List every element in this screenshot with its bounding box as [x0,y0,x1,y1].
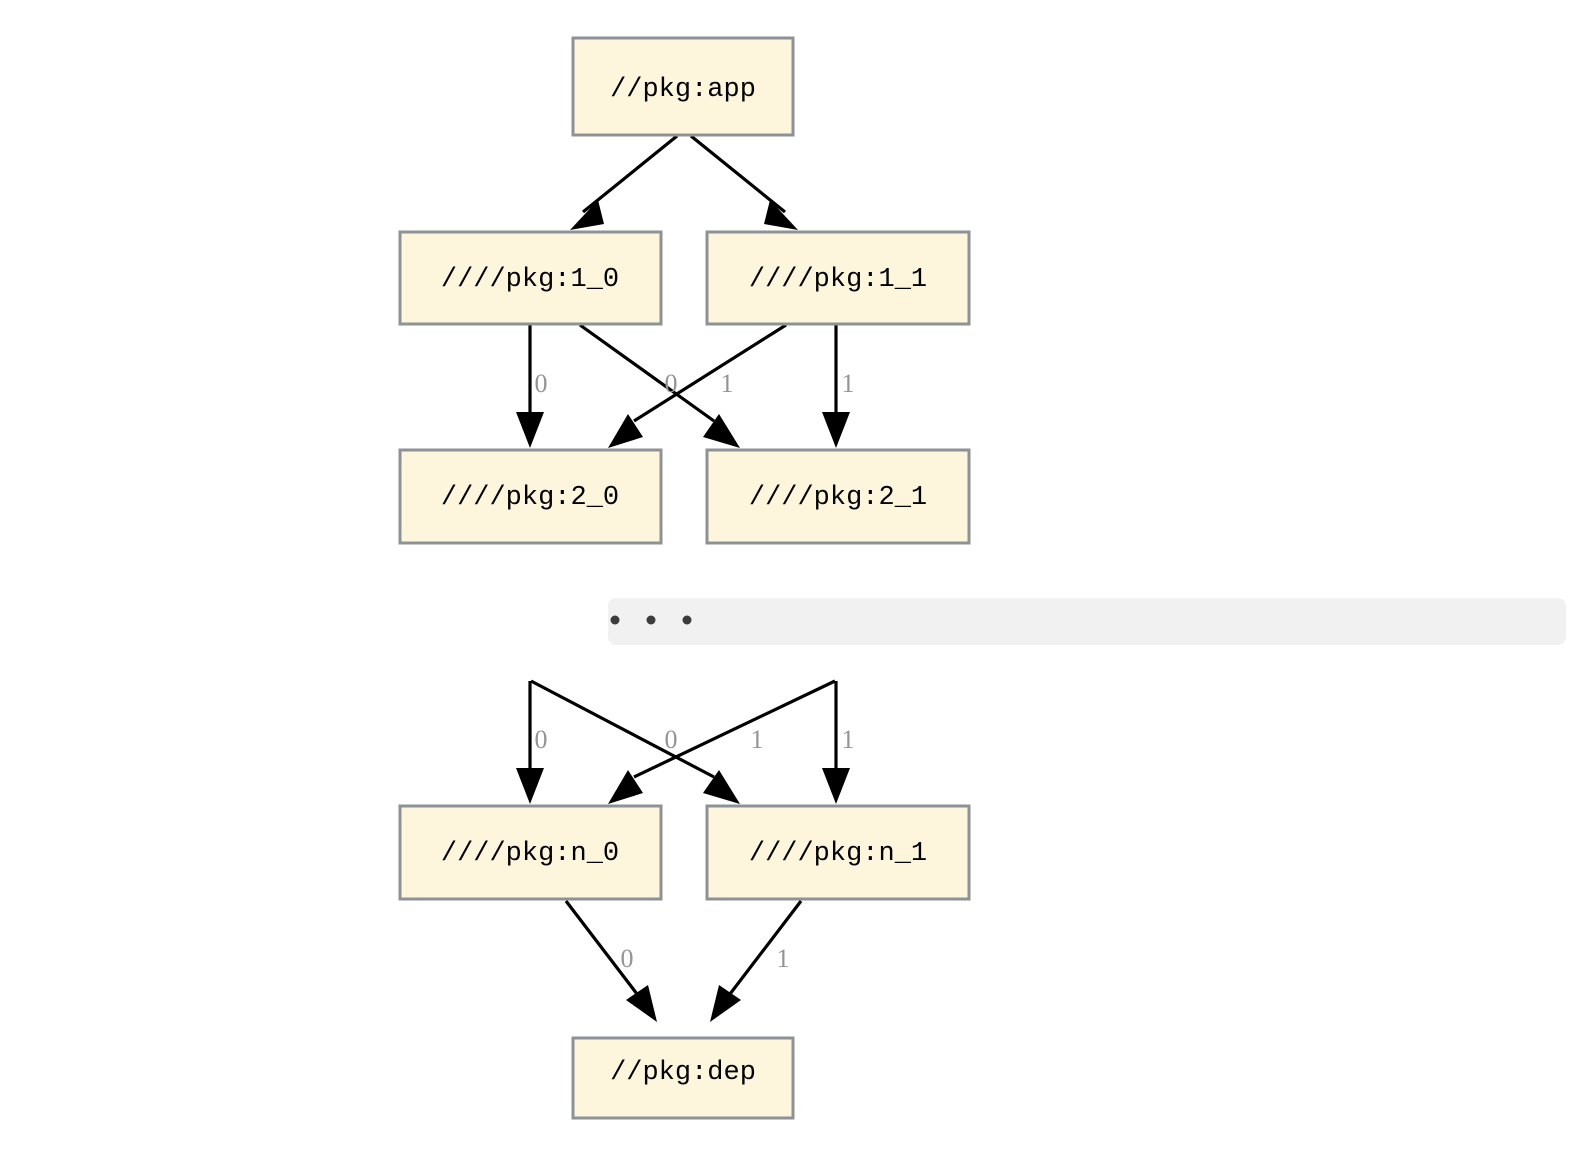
edge-elided-to-n_0 [516,681,544,804]
edge-label-1_1-to-2_1: 1 [842,369,855,398]
edge-1_1-to-2_1 [822,325,850,448]
node-app[interactable]: //pkg:app [571,36,795,137]
node-n_1[interactable]: ////pkg:n_1 [705,804,971,901]
ellipsis-dot-2 [646,615,656,625]
edge-label-1_0-to-2_1: 0 [665,369,678,398]
node-dep[interactable]: //pkg:dep [571,1036,795,1120]
ellipsis-dot-1 [610,615,620,625]
edge-elided-to-n_0-cross [608,679,836,804]
edge-app-to-1_0 [570,134,679,230]
edge-1_1-to-2_0 [608,323,787,448]
node-1_0-label: ////pkg:1_0 [441,265,619,295]
node-n_1-label: ////pkg:n_1 [749,839,927,869]
edge-label-1_1-to-2_0: 1 [721,369,734,398]
edge-label-n_1-to-dep: 1 [777,944,790,973]
node-1_1-label: ////pkg:1_1 [749,265,927,295]
node-1_0[interactable]: ////pkg:1_0 [398,230,663,326]
edge-elided-to-n_1-cross [530,679,740,804]
node-2_0-label: ////pkg:2_0 [441,483,619,513]
node-2_1-label: ////pkg:2_1 [749,483,927,513]
node-2_1[interactable]: ////pkg:2_1 [705,448,971,545]
node-n_0-label: ////pkg:n_0 [441,839,619,869]
node-1_1[interactable]: ////pkg:1_1 [705,230,971,326]
edge-n_0-to-dep [564,900,657,1022]
edge-label-elided-to-n_0-cross: 1 [751,725,764,754]
node-dep-label: //pkg:dep [610,1058,756,1088]
ellipsis-dot-3 [682,615,692,625]
edge-app-to-1_1 [689,134,798,230]
node-n_0[interactable]: ////pkg:n_0 [398,804,663,901]
elided-tiers-band [608,598,1566,645]
edge-label-elided-to-n_1-cross: 0 [665,725,678,754]
edge-label-n_0-to-dep: 0 [621,944,634,973]
node-app-label: //pkg:app [610,75,756,105]
edge-label-elided-to-n_1: 1 [842,725,855,754]
node-2_0[interactable]: ////pkg:2_0 [398,448,663,545]
edge-label-elided-to-n_0: 0 [535,725,548,754]
edge-elided-to-n_1 [822,681,850,804]
edge-label-1_0-to-2_0: 0 [535,369,548,398]
edge-1_0-to-2_0 [516,325,544,448]
edge-n_1-to-dep [710,900,803,1022]
edge-1_0-to-2_1 [579,323,740,448]
